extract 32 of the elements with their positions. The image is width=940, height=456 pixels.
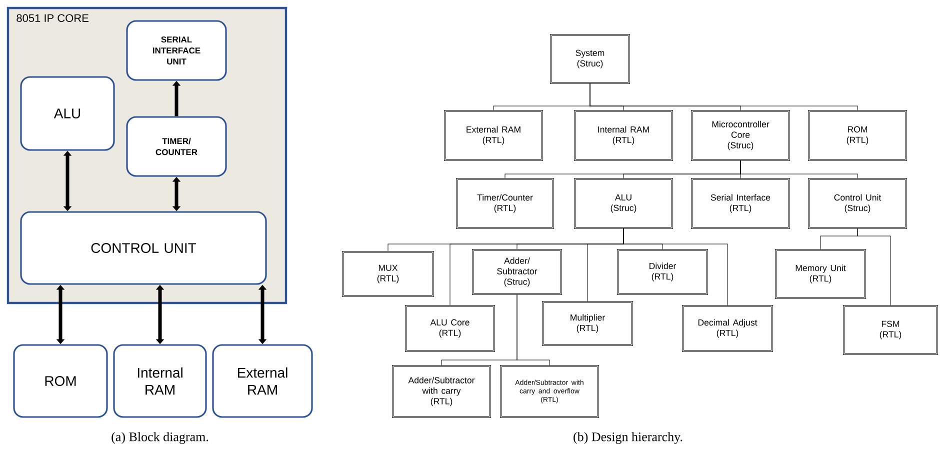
- connector-line: [516, 294, 550, 366]
- block-box: ALU: [20, 76, 115, 151]
- block-box: SERIAL INTERFACE UNIT: [126, 20, 227, 81]
- hierarchy-box: Serial Interface (RTL): [690, 178, 790, 230]
- hierarchy-box: MUX (RTL): [342, 250, 434, 298]
- hierarchy-box: Timer/Counter (RTL): [456, 178, 554, 230]
- hierarchy-box: Internal RAM (RTL): [574, 110, 674, 162]
- block-box: TIMER/ COUNTER: [126, 116, 227, 177]
- block-box: External RAM: [212, 344, 313, 418]
- connector-line: [740, 160, 858, 179]
- hierarchy-box: Adder/Subtractor with carry (RTL): [392, 364, 492, 418]
- hierarchy-box: ALU (Struc): [574, 178, 674, 230]
- caption: (b) Design hierarchy.: [574, 432, 682, 444]
- hierarchy-box: Control Unit (Struc): [808, 178, 908, 230]
- hierarchy-box: External RAM (RTL): [444, 110, 544, 162]
- hierarchy-box: Decimal Adjust (RTL): [682, 304, 774, 352]
- hierarchy-box: Multiplier (RTL): [542, 300, 634, 346]
- hierarchy-box: Memory Unit (RTL): [774, 248, 866, 300]
- block-box: ROM: [13, 344, 108, 418]
- hierarchy-box: FSM (RTL): [842, 304, 938, 356]
- hierarchy-box: Divider (RTL): [616, 248, 708, 296]
- hierarchy-box: ALU Core (RTL): [404, 304, 496, 352]
- block-box: Internal RAM: [113, 344, 207, 418]
- hierarchy-box: Microcontroller Core (Struc): [690, 110, 790, 162]
- caption: (a) Block diagram.: [112, 432, 208, 444]
- connector-line: [857, 228, 891, 306]
- connector-line: [623, 228, 728, 306]
- block-box: CONTROL UNIT: [20, 211, 267, 285]
- hierarchy-box: Adder/ Subtractor (Struc): [472, 248, 562, 296]
- connector-line: [590, 83, 858, 111]
- hierarchy-box: ROM (RTL): [808, 110, 908, 162]
- hierarchy-box: System (Struc): [550, 34, 630, 84]
